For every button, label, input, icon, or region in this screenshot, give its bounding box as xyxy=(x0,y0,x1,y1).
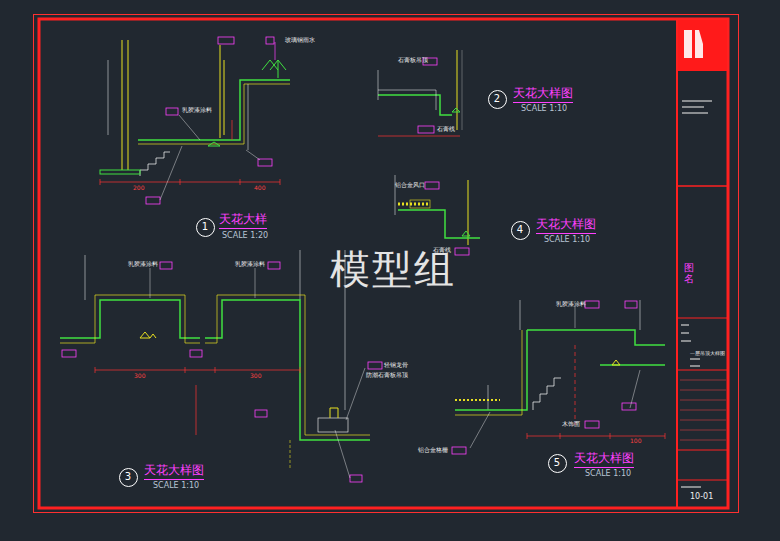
detail-title: 天花大样图 xyxy=(513,87,573,103)
material-note: 轻钢龙骨 xyxy=(384,362,408,369)
material-note: 乳胶漆涂料 xyxy=(556,301,586,308)
scale-note: SCALE 1:10 xyxy=(153,481,199,490)
material-note: 防潮石膏板吊顶 xyxy=(366,372,408,379)
material-note: 乳胶漆涂料 xyxy=(235,261,265,268)
callout-number: 2 xyxy=(494,94,500,104)
callout-circle: 2 xyxy=(488,90,507,109)
material-note: 乳胶漆涂料 xyxy=(128,261,158,268)
scale-note: SCALE 1:10 xyxy=(521,104,567,113)
sheet-number: 10-01 xyxy=(690,492,713,501)
material-note: 石膏线 xyxy=(433,247,451,254)
callout-circle: 5 xyxy=(548,454,567,473)
detail-title: 天花大样 xyxy=(219,213,267,229)
callout-circle: 3 xyxy=(119,468,138,487)
material-note: 木饰面 xyxy=(562,421,580,428)
dimension: 300 xyxy=(134,373,145,380)
material-note: 铝合金格栅 xyxy=(418,447,448,454)
callout-circle: 1 xyxy=(196,218,215,237)
scale-note: SCALE 1:10 xyxy=(544,235,590,244)
title-block-heading: 图名 xyxy=(684,262,694,284)
scale-note: SCALE 1:20 xyxy=(222,231,268,240)
callout-circle: 4 xyxy=(511,221,530,240)
material-note: 石膏板吊顶 xyxy=(398,57,428,64)
drawing-name: 一层吊顶大样图 xyxy=(690,351,725,357)
material-note: 铝合金风口 xyxy=(395,182,425,189)
detail-title: 天花大样图 xyxy=(574,452,634,468)
callout-number: 1 xyxy=(202,222,208,232)
callout-number: 4 xyxy=(517,225,523,235)
dimension: 200 xyxy=(133,185,144,192)
material-note: 玻璃钢雨水 xyxy=(285,37,315,44)
dimension: 100 xyxy=(630,438,641,445)
detail-title: 天花大样图 xyxy=(536,218,596,234)
callout-number: 5 xyxy=(554,458,560,468)
scale-note: SCALE 1:10 xyxy=(585,469,631,478)
material-note: 石膏线 xyxy=(437,126,455,133)
callout-number: 3 xyxy=(125,472,131,482)
detail-title: 天花大样图 xyxy=(144,464,204,480)
material-note: 乳胶漆涂料 xyxy=(182,107,212,114)
dimension: 300 xyxy=(250,373,261,380)
dimension: 400 xyxy=(254,185,265,192)
